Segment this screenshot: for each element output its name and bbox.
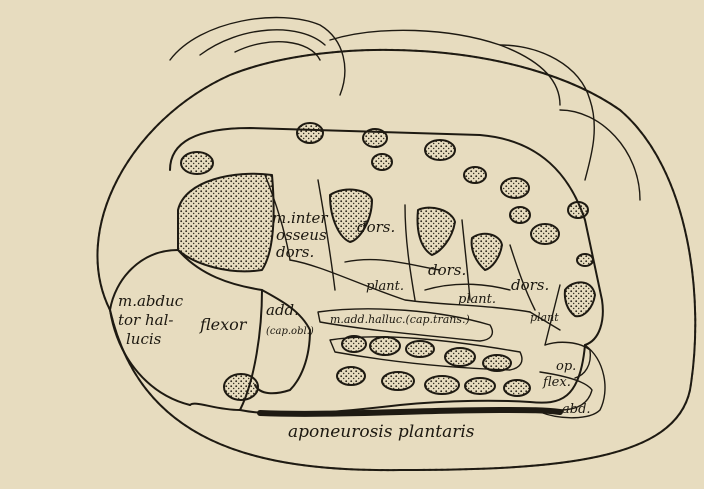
label-op: op.	[556, 359, 576, 374]
label-abd: abd.	[562, 402, 591, 417]
flexor-hallucis-tendon	[224, 374, 258, 400]
metatarsal-bones	[178, 174, 595, 316]
metatarsal-5	[565, 282, 595, 316]
metatarsal-1	[178, 174, 274, 272]
label-add-cap-obl: add. (cap.obl.)	[266, 300, 314, 337]
dorsal-skin-folds	[170, 18, 640, 200]
label-plant-1: plant.	[366, 279, 404, 294]
label-flexor: flexor	[199, 315, 248, 334]
plantar-aponeurosis-line	[260, 410, 560, 414]
label-m-add-hallucis-cap-trans: m.add.halluc.(cap.trans.)	[330, 313, 470, 326]
metatarsal-4	[472, 234, 502, 270]
label-dors-2: dors.	[428, 261, 466, 279]
label-aponeurosis-plantaris: aponeurosis plantaris	[288, 422, 475, 442]
label-plant-3: plant	[530, 311, 559, 324]
label-m-interosseus-dors: m.inter osseus dors.	[272, 209, 332, 261]
label-flex: flex.	[542, 375, 571, 390]
label-m-abductor-hallucis: m.abduc tor hal- lucis	[118, 292, 188, 348]
label-dors-3: dors.	[511, 276, 549, 294]
label-plant-2: plant.	[458, 292, 496, 307]
metatarsal-3	[418, 208, 455, 255]
label-dors-1: dors.	[357, 218, 395, 236]
plantar-tendons	[337, 336, 530, 396]
